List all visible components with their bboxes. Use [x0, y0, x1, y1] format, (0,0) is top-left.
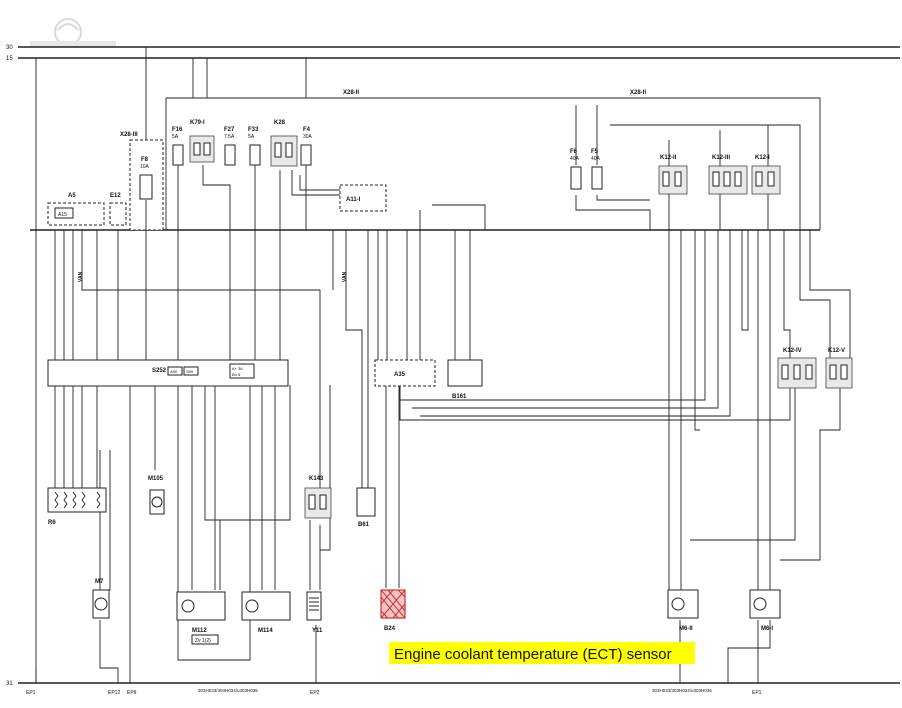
- relay-k143: K143: [304, 476, 332, 519]
- x28-iii-label: X28-III: [120, 132, 138, 138]
- relay-k28-label: K28: [274, 120, 286, 126]
- component-b61: B61: [356, 487, 376, 528]
- component-b24-label: B24: [384, 626, 396, 632]
- relay-k12-i: K12-I: [751, 155, 781, 195]
- module-b161-label: B161: [452, 394, 467, 400]
- module-s252-a36: A+ 36: [232, 366, 243, 371]
- module-s252-s59: S59: [186, 369, 194, 374]
- module-a5-label: A5: [68, 193, 76, 199]
- fuse-f8: F8 10A: [139, 157, 153, 200]
- fuse-f6: F6 40A: [570, 149, 582, 190]
- watermark-logo: [30, 18, 116, 47]
- ground-ep12: EP12: [108, 690, 120, 696]
- relay-k79-label: K79-I: [190, 120, 205, 126]
- component-m6-ii-label: M6-II: [679, 626, 693, 632]
- ect-sensor-caption: Engine coolant temperature (ECT) sensor: [394, 646, 672, 663]
- relay-k143-label: K143: [309, 476, 324, 482]
- component-m114: M114: [241, 591, 291, 634]
- fuse-f5-rating: 40A: [591, 156, 601, 162]
- diagram-code-right: 303H033/303H034/u303H035: [652, 688, 712, 693]
- ect-sensor-callout: Engine coolant temperature (ECT) sensor: [389, 642, 695, 664]
- module-a11-label: A11-I: [346, 197, 361, 203]
- module-a35-label: A35: [394, 372, 406, 378]
- relay-k28: K28: [270, 120, 298, 167]
- module-a5-inner-label: A15: [58, 212, 67, 218]
- wiring-lines: [35, 47, 851, 683]
- van-label-right: VAN: [342, 271, 348, 282]
- relay-k12-iv: K12-IV: [777, 348, 817, 389]
- module-a5: A15 A5: [47, 193, 105, 226]
- relay-k12-ii-label: K12-II: [660, 155, 677, 161]
- module-e12: E12: [109, 193, 127, 226]
- relay-k12-iii-label: K12-III: [712, 155, 730, 161]
- relay-k12-iv-label: K12-IV: [783, 348, 802, 354]
- ground-ep2: EP2: [310, 690, 320, 696]
- x28-connector-frames: X28-II X28-II X28-III: [30, 90, 821, 231]
- component-y11-label: Y11: [312, 628, 323, 634]
- rail-30-label: 30: [6, 45, 13, 51]
- ground-labels: EP1 EP12 EP9 EP2 EP1 303H033/303H034/u30…: [26, 688, 762, 696]
- component-m112: M112 Zv 1(2): [176, 591, 226, 645]
- relay-k12-ii: K12-II: [658, 155, 688, 195]
- relay-k12-iii: K12-III: [708, 155, 748, 195]
- power-rails: 30 15 31: [6, 45, 900, 687]
- fuse-f5-name: F5: [591, 149, 599, 155]
- fuse-f16-rating: 5A: [172, 134, 179, 140]
- fuse-f27-name: F27: [224, 127, 235, 133]
- rail-15-label: 15: [6, 56, 13, 62]
- diagram-code-left: 303H033/303H034/u303H035: [198, 688, 258, 693]
- ground-ep1-right: EP1: [752, 690, 762, 696]
- component-b24-ect-sensor: B24: [380, 589, 406, 632]
- component-m114-label: M114: [258, 628, 273, 634]
- module-a35: A35: [374, 359, 436, 387]
- component-m105-label: M105: [148, 476, 164, 482]
- relay-k79: K79-I: [189, 120, 215, 163]
- module-s252-a50: A50: [170, 369, 178, 374]
- fuse-f27: F27 7.5A: [224, 127, 236, 166]
- ground-ep9: EP9: [127, 690, 137, 696]
- component-r6: R6: [47, 487, 107, 526]
- relay-k12-v-label: K12-V: [828, 348, 845, 354]
- fuse-f4: F4 30A: [300, 127, 313, 166]
- component-m6-i: M6-I: [749, 589, 781, 632]
- fuse-f6-rating: 40A: [570, 156, 580, 162]
- component-m7-label: M7: [95, 579, 104, 585]
- fuse-f27-rating: 7.5A: [224, 134, 235, 140]
- component-m6-ii: M6-II: [667, 589, 699, 632]
- fuse-f16-name: F16: [172, 127, 183, 133]
- ground-ep1-left: EP1: [26, 690, 36, 696]
- fuse-f4-rating: 30A: [303, 134, 313, 140]
- component-r6-label: R6: [48, 520, 56, 526]
- fuse-f5: F5 40A: [591, 149, 603, 190]
- component-m6-i-label: M6-I: [761, 626, 773, 632]
- component-m105: M105: [148, 476, 165, 515]
- relay-k12-v: K12-V: [825, 348, 853, 389]
- component-m112-sub-label: Zv 1(2): [195, 638, 211, 644]
- module-s252: S252 A50 S59 A+ 36 Bu 5: [47, 359, 289, 387]
- module-a11: A11-I: [339, 184, 387, 212]
- fuse-f8-name: F8: [141, 157, 149, 163]
- fuse-f33-rating: 5A: [248, 134, 255, 140]
- fuse-f6-name: F6: [570, 149, 578, 155]
- rail-31-label: 31: [6, 681, 13, 687]
- x28-ii-left-label: X28-II: [343, 90, 359, 96]
- x28-ii-right-label: X28-II: [630, 90, 646, 96]
- component-y11: Y11: [306, 591, 323, 634]
- module-e12-label: E12: [110, 193, 121, 199]
- fuse-f8-rating: 10A: [140, 164, 150, 170]
- van-label-left: VAN: [78, 271, 84, 282]
- module-b161: B161: [447, 359, 483, 400]
- fuse-f4-name: F4: [303, 127, 311, 133]
- fuse-f33-name: F33: [248, 127, 259, 133]
- module-s252-bu5: Bu 5: [232, 372, 241, 377]
- fuse-f16: F16 5A: [172, 127, 184, 166]
- component-b61-label: B61: [358, 522, 370, 528]
- component-m7: M7: [92, 579, 110, 619]
- module-s252-label: S252: [152, 368, 167, 374]
- relay-k12-i-label: K12-I: [755, 155, 770, 161]
- component-m112-label: M112: [192, 628, 207, 634]
- fuse-f33: F33 5A: [248, 127, 261, 166]
